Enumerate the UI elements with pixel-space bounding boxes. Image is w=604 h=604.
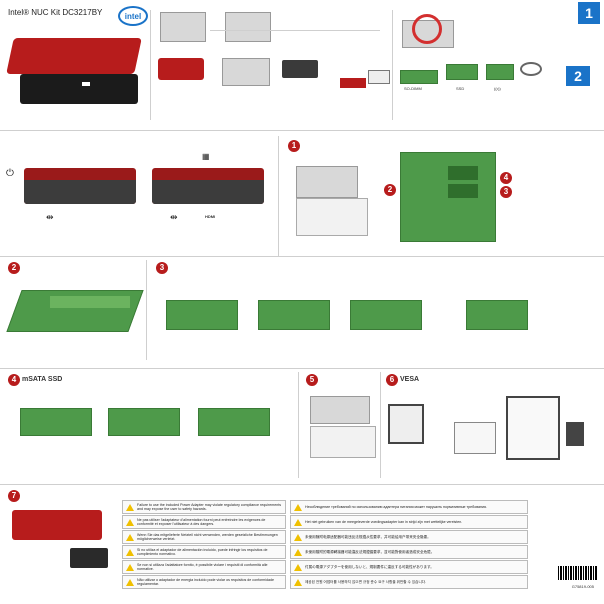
step5-chassis [310, 426, 376, 458]
callout-2: 2 [384, 184, 396, 196]
warning-row: 제공된 전원 어댑터를 사용하지 않으면 규정 준수 요구 사항을 위반할 수 … [290, 575, 528, 589]
step3-board-d [466, 300, 528, 330]
step4-board-c [198, 408, 270, 436]
step1-chassis [296, 198, 368, 236]
intel-logo: intel [118, 6, 148, 26]
step-6-title: VESA [400, 376, 420, 383]
callout-4: 4 [500, 172, 512, 184]
warning-icon [294, 518, 302, 526]
step-7-badge: 7 [8, 490, 20, 502]
warning-icon [126, 503, 134, 511]
warning-row: Si no utiliza el adaptador de alimentaci… [122, 545, 286, 559]
warning-icon [126, 548, 134, 556]
product-title: Intel® NUC Kit DC3217BY [8, 8, 103, 17]
monitor-back-image [506, 396, 560, 460]
step3-board-b [258, 300, 330, 330]
warning-row: Wenn Sie das mitgelieferte Netzteil nich… [122, 530, 286, 544]
warning-icon [294, 563, 302, 571]
warning-row: Failure to use the included Power Adapte… [122, 500, 286, 514]
warning-row: Ne pas utiliser l'adaptateur d'alimentat… [122, 515, 286, 529]
warning-icon [126, 563, 134, 571]
antenna-cable-image [520, 62, 542, 76]
monitor-image [388, 404, 424, 444]
vesa-plate-image [454, 422, 496, 454]
step-2-badge: 2 [8, 262, 20, 274]
warning-row: Se non si utilizza l'adattatore fornito,… [122, 560, 286, 574]
step3-board-a [166, 300, 238, 330]
part-number: G75819-005 [571, 584, 594, 589]
usb-icon-rear: ⇹ [170, 212, 178, 222]
warning-icon [126, 533, 134, 541]
warning-icon [126, 518, 134, 526]
warning-icon [294, 578, 302, 586]
warning-row: Não utilizar o adaptador de energia incl… [122, 575, 286, 589]
power-icon: ⏻ [6, 168, 14, 179]
step-3-badge: 3 [156, 262, 168, 274]
step5-cover [310, 396, 370, 424]
warning-icon [294, 548, 302, 556]
no-symbol-icon [412, 14, 442, 44]
ethernet-icon: ▦ [202, 152, 210, 161]
wifi-label: ((•)) [494, 86, 501, 91]
step-4-badge: 4 [8, 374, 20, 386]
warning-row: 付属の電源アダプターを使用しないと、規制要件に違反する可能性があります。 [290, 560, 528, 574]
hdmi-label: HDMI [205, 214, 216, 219]
nuc-small-image [340, 78, 366, 88]
sodimm-label: SO-DIMM [404, 86, 422, 91]
warning-table: Failure to use the included Power Adapte… [122, 500, 532, 592]
screws-image [368, 70, 390, 84]
warning-icon [126, 578, 134, 586]
barcode [558, 566, 598, 580]
step7-adapter [70, 548, 108, 568]
step-6-badge: 6 [386, 374, 398, 386]
box-open-illustration [225, 12, 271, 42]
nuc-hero-image [6, 30, 142, 110]
warning-row: Несоблюдение требований по использованию… [290, 500, 528, 514]
page-number-badge: 1 [578, 2, 600, 24]
step-1-badge: 1 [288, 140, 300, 152]
warning-row: 未使用隨附的電源轉接器可能違反法規遵循要求，並可能對使用者造成安全危險。 [290, 545, 528, 559]
step-5-badge: 5 [306, 374, 318, 386]
step4-board-b [108, 408, 180, 436]
ssd-label: SSD [456, 86, 465, 91]
step1-open-case [296, 166, 358, 198]
step4-board-a [20, 408, 92, 436]
callout-3: 3 [500, 186, 512, 198]
step-4-title: mSATA SSD [22, 376, 63, 383]
usb-icon: ⇹ [46, 212, 54, 222]
vesa-bracket-image [222, 58, 270, 86]
step7-nuc [12, 510, 102, 540]
warning-row: Het niet gebruiken van de meegeleverde v… [290, 515, 528, 529]
next-page-arrow: 2 [566, 66, 590, 86]
nuc-unit-image [158, 58, 204, 80]
warning-icon [294, 503, 302, 511]
step3-board-c [350, 300, 422, 330]
power-adapter-image [282, 60, 318, 78]
warning-icon [294, 533, 302, 541]
sodimm-module-image [400, 70, 438, 84]
ssd-module-image [446, 64, 478, 80]
warning-row: 未使用随附电源适配器可能违反法规遵从性要求，并可能给用户带来安全隐患。 [290, 530, 528, 544]
box-illustration [160, 12, 206, 42]
wifi-module-image [486, 64, 514, 80]
